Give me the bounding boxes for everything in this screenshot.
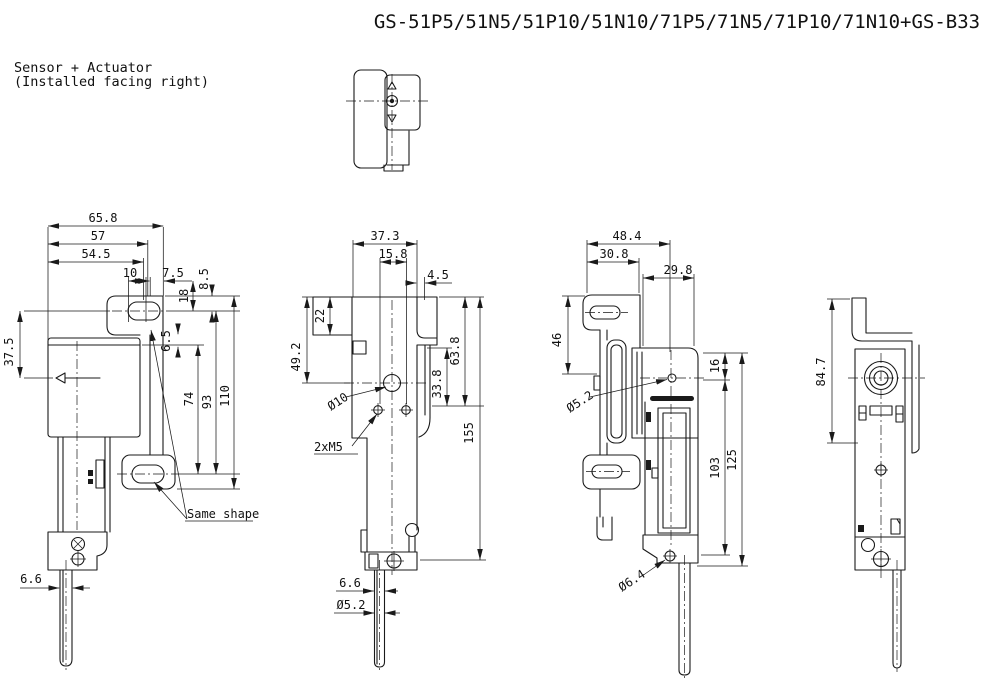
note-line-1: Sensor + Actuator xyxy=(14,60,152,76)
dim-74: 74 xyxy=(182,392,196,406)
dim-30-8: 30.8 xyxy=(600,247,629,261)
view-rear-dimensions: 84.7 xyxy=(814,298,858,444)
screw-detail xyxy=(70,536,86,567)
dim-155: 155 xyxy=(462,422,476,444)
dim-dia-5-2-hole: Ø5.2 xyxy=(564,388,596,415)
dim-8-5: 8.5 xyxy=(197,268,211,290)
thumb-screw-rear xyxy=(860,537,876,553)
dim-6-5: 6.5 xyxy=(159,330,173,352)
dim-125: 125 xyxy=(725,449,739,471)
dim-37-3: 37.3 xyxy=(371,229,400,243)
view-front-dimensions: 37.3 15.8 4.5 22 49.2 63.8 33.8 155 Ø10 … xyxy=(289,229,486,616)
dim-84-7: 84.7 xyxy=(814,358,828,387)
view-rear-outline xyxy=(848,297,925,672)
dim-110: 110 xyxy=(218,385,232,407)
view-side-right-dimensions: 48.4 30.8 29.8 46 Ø5.2 16 103 125 Ø6.4 xyxy=(550,229,748,594)
dim-4-5: 4.5 xyxy=(427,268,449,282)
view-side-left-outline xyxy=(47,295,180,670)
dim-15-8: 15.8 xyxy=(379,247,408,261)
dim-54-5: 54.5 xyxy=(82,247,111,261)
m5-holes xyxy=(371,403,413,417)
dim-dia-6-4: Ø6.4 xyxy=(616,567,648,594)
dim-33-8: 33.8 xyxy=(430,370,444,399)
thumb-screw xyxy=(404,522,420,553)
dim-dia-10: Ø10 xyxy=(325,390,351,414)
dim-65-8: 65.8 xyxy=(89,211,118,225)
dim-49-2: 49.2 xyxy=(289,343,303,372)
same-shape-label: Same shape xyxy=(187,507,259,521)
dim-7-5: 7.5 xyxy=(162,266,184,280)
dim-22: 22 xyxy=(313,309,327,323)
view-front-outline xyxy=(312,296,438,670)
drawing-title: GS-51P5/51N5/51P10/51N10/71P5/71N5/71P10… xyxy=(374,11,980,33)
dim-57: 57 xyxy=(91,229,105,243)
dim-29-8: 29.8 xyxy=(664,263,693,277)
dim-6-6: 6.6 xyxy=(20,572,42,586)
base-screw xyxy=(384,551,404,571)
dim-rod-6-6: 6.6 xyxy=(339,576,361,590)
view-side-right-outline xyxy=(582,294,706,678)
dim-103: 103 xyxy=(708,457,722,479)
view-top-outline xyxy=(346,69,428,172)
dim-dia-5-2: Ø5.2 xyxy=(337,598,366,612)
bottom-hole xyxy=(663,549,677,563)
dim-46: 46 xyxy=(550,333,564,347)
dim-16: 16 xyxy=(708,359,722,373)
note-line-2: (Installed facing right) xyxy=(14,74,209,90)
view-side-left-dimensions: 65.8 57 54.5 10 7.5 18 8.5 6.5 37.5 74 9… xyxy=(2,211,259,591)
dim-2xm5: 2xM5 xyxy=(314,440,343,454)
dim-48-4: 48.4 xyxy=(613,229,642,243)
dim-63-8: 63.8 xyxy=(448,337,462,366)
dim-93: 93 xyxy=(200,395,214,409)
dim-10: 10 xyxy=(123,266,137,280)
dim-18: 18 xyxy=(177,289,191,303)
dim-37-5: 37.5 xyxy=(2,338,16,367)
